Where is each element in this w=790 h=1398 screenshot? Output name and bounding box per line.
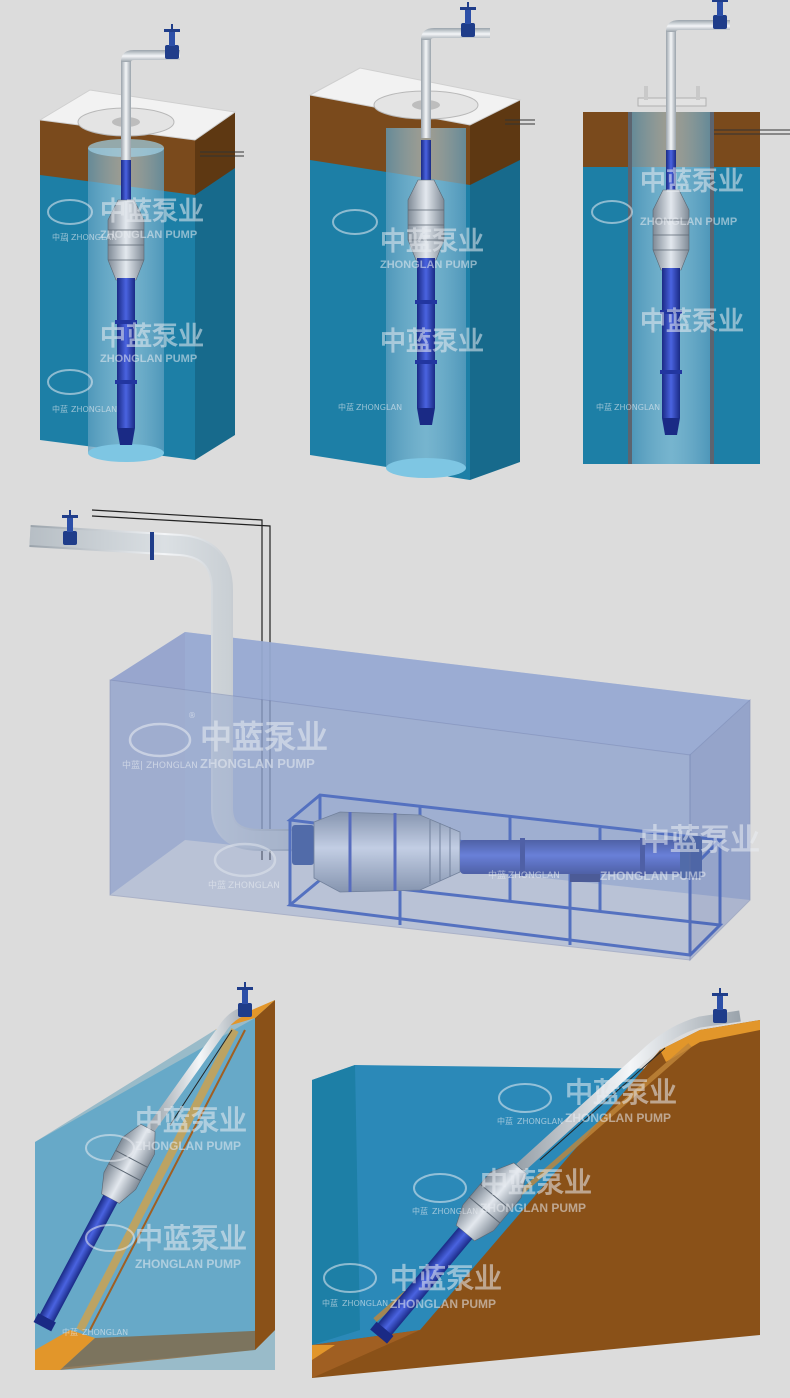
well-installation-1 — [38, 24, 244, 462]
watermark-en-brand: ZHONGLAN PUMP — [200, 756, 315, 771]
watermark-cn-brand: 中蓝泵业 — [200, 718, 328, 756]
watermark-registered-mark: ® — [188, 711, 196, 720]
watermark-top-right: 中蓝泵业 ZHONGLAN PUMP 中蓝泵业 中蓝 ZHONGLAN — [591, 167, 744, 412]
watermark-en-brand: ZHONGLAN PUMP — [390, 1297, 496, 1311]
watermark-cn-brand: 中蓝泵业 — [380, 227, 484, 257]
watermark-cn-brand: 中蓝泵业 — [565, 1076, 677, 1109]
watermark-cn-brand: 中蓝泵业 — [100, 322, 204, 352]
watermark-cn-short: 中蓝 — [122, 759, 140, 771]
watermark-cn-brand: 中蓝泵业 — [100, 197, 204, 227]
watermark-en-brand: ZHONGLAN PUMP — [640, 216, 737, 228]
well-installation-2 — [308, 2, 535, 480]
watermark-cn-short: 中蓝 — [412, 1206, 428, 1216]
horizontal-pump — [292, 811, 702, 893]
watermark-en-brand: ZHONGLAN PUMP — [380, 259, 477, 271]
well-installation-3 — [583, 0, 790, 464]
watermark-cn-short: 中蓝 — [52, 404, 68, 414]
watermark-en-short: ZHONGLAN — [342, 1299, 388, 1308]
watermark-cn-short: 中蓝 — [62, 1327, 78, 1337]
watermark-en-short: ZHONGLAN — [614, 403, 660, 412]
watermark-en-brand: ZHONGLAN PUMP — [600, 869, 706, 883]
watermark-top-middle: 中蓝泵业 ZHONGLAN PUMP 中蓝泵业 中蓝 ZHONGLAN — [332, 209, 484, 412]
watermark-en-short: ZHONGLAN — [71, 233, 117, 242]
watermark-en-brand: ZHONGLAN PUMP — [100, 229, 197, 241]
watermark-cn-short: 中蓝 — [497, 1116, 513, 1126]
watermark-en-brand: ZHONGLAN PUMP — [480, 1201, 586, 1215]
watermark-cn-brand: 中蓝泵业 — [640, 167, 744, 197]
watermark-cn-brand: 中蓝泵业 — [640, 823, 760, 858]
watermark-cn-short: 中蓝 — [322, 1298, 338, 1308]
watermark-en-short: ZHONGLAN — [517, 1117, 563, 1126]
watermark-en-brand: ZHONGLAN PUMP — [135, 1257, 241, 1271]
watermark-cn-short: 中蓝 — [488, 869, 506, 881]
watermark-cn-brand: 中蓝泵业 — [480, 1166, 592, 1199]
watermark-en-short: ZHONGLAN — [356, 403, 402, 412]
watermark-cn-brand: 中蓝泵业 — [135, 1222, 247, 1255]
watermark-cn-brand: 中蓝泵业 — [640, 307, 744, 337]
watermark-cn-short: 中蓝 — [338, 402, 354, 412]
watermark-cn-brand: 中蓝泵业 — [135, 1104, 247, 1137]
slope-installation-1 — [33, 982, 275, 1370]
watermark-separator: | — [66, 233, 69, 242]
watermark-bottom: 中蓝泵业 ZHONGLAN PUMP 中蓝泵业 ZHONGLAN PUMP 中蓝… — [62, 1076, 677, 1337]
watermark-separator: | — [140, 761, 143, 771]
watermark-cn-short: 中蓝 — [208, 879, 226, 891]
watermark-cn-brand: 中蓝泵业 — [390, 1262, 502, 1295]
watermark-en-short: ZHONGLAN — [432, 1207, 478, 1216]
watermark-en-brand: ZHONGLAN PUMP — [565, 1111, 671, 1125]
watermark-cn-brand: 中蓝泵业 — [380, 327, 484, 357]
horizontal-tank-installation — [29, 509, 751, 962]
watermark-en-short: ZHONGLAN — [71, 405, 117, 414]
watermark-en-short: ZHONGLAN — [508, 871, 560, 881]
watermark-tank: ® 中蓝泵业 中蓝 | ZHONGLAN ZHONGLAN PUMP 中蓝 ZH… — [122, 711, 760, 891]
watermark-top-left-2: 中蓝泵业 ZHONGLAN PUMP 中蓝 ZHONGLAN — [47, 322, 204, 414]
watermark-cn-short: 中蓝 — [52, 232, 68, 242]
watermark-en-short: ZHONGLAN — [228, 881, 280, 891]
watermark-en-brand: ZHONGLAN PUMP — [135, 1139, 241, 1153]
watermark-en-brand: ZHONGLAN PUMP — [100, 353, 197, 365]
watermark-en-short: ZHONGLAN — [146, 761, 198, 771]
watermark-en-short: ZHONGLAN — [82, 1328, 128, 1337]
watermark-top-left: 中蓝泵业 中蓝 | ZHONGLAN ZHONGLAN PUMP — [47, 197, 204, 242]
slope-installation-2 — [312, 988, 760, 1378]
watermark-cn-short: 中蓝 — [596, 402, 612, 412]
